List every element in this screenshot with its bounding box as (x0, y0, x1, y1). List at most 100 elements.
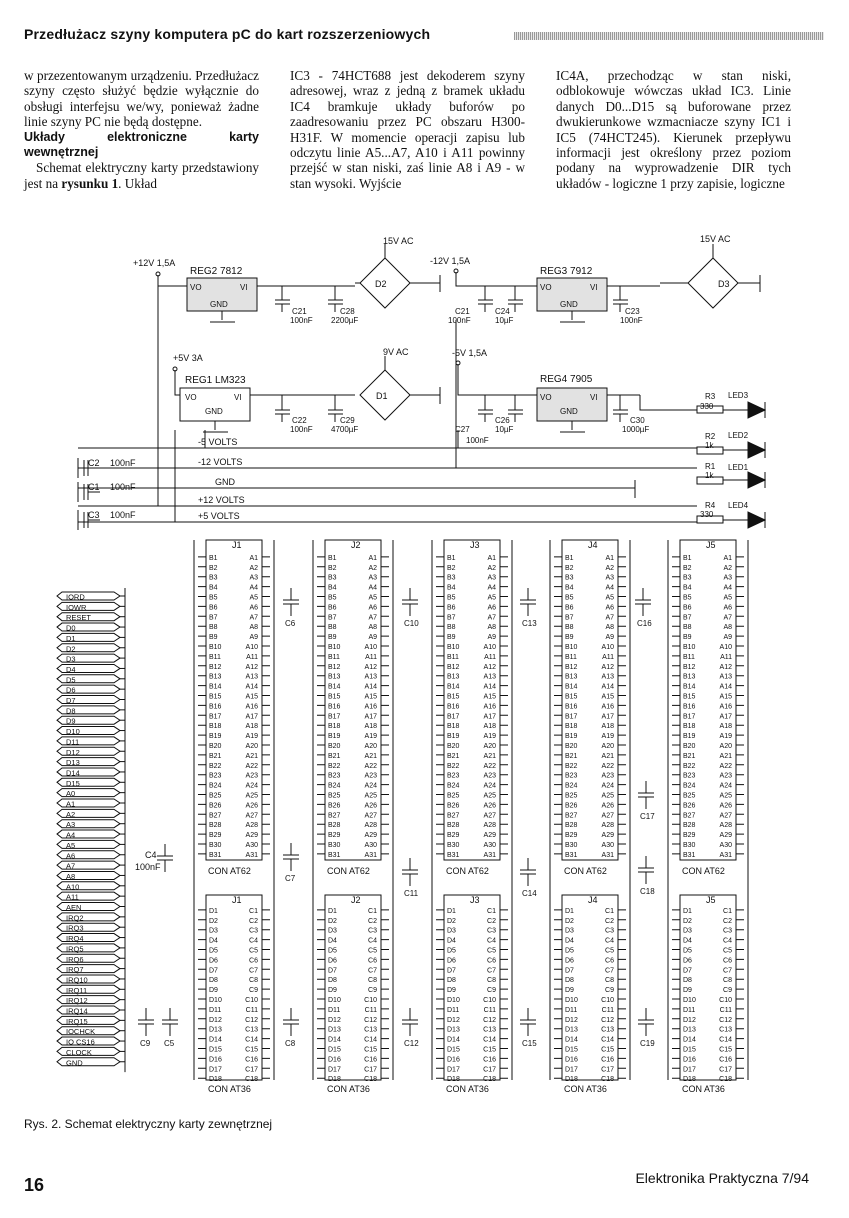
pin-label: A25 (365, 793, 378, 800)
pin-label: A2 (368, 565, 377, 572)
pin-label: B3 (447, 575, 456, 582)
pin-label: C17 (719, 1066, 732, 1073)
r1-value: 1k (705, 471, 714, 480)
pin-label: D13 (328, 1027, 341, 1034)
pin-label: D14 (565, 1037, 578, 1044)
capacitor-label: C6 (285, 619, 296, 628)
pin-label: A6 (723, 604, 732, 611)
pin-label: B2 (209, 565, 218, 572)
pin-label: C1 (487, 908, 496, 915)
pin-label: C8 (368, 977, 377, 984)
connector-at62-body (561, 539, 619, 861)
pin-label: C11 (602, 1007, 614, 1014)
pin-label: C9 (368, 987, 377, 994)
connector-type: CON AT62 (564, 866, 607, 876)
pin-label: B13 (447, 674, 460, 681)
v5-label: +5V 3A (173, 353, 203, 363)
pin-label: A26 (246, 802, 259, 809)
pin-label: A20 (484, 743, 497, 750)
pin-label: B23 (565, 773, 578, 780)
c26a-label: C26 (495, 416, 510, 425)
pin-label: B8 (328, 624, 337, 631)
signal-tag (56, 767, 121, 777)
bus-capacitor (138, 1008, 154, 1036)
pin-label: A29 (602, 832, 615, 839)
pin-label: A18 (365, 723, 378, 730)
pin-label: A6 (249, 604, 258, 611)
pin-label: D8 (683, 977, 692, 984)
pin-label: A17 (246, 713, 259, 720)
signal-tag (56, 1036, 121, 1046)
pin-label: D8 (565, 977, 574, 984)
ac15-b: 15V AC (700, 234, 731, 244)
pin-label: A10 (602, 644, 615, 651)
pin-label: C5 (249, 948, 258, 955)
pin-label: B16 (447, 703, 460, 710)
pin-label: D1 (328, 908, 337, 915)
pin-label: B17 (328, 713, 341, 720)
pin-label: B2 (328, 565, 337, 572)
pin-label: D18 (683, 1076, 696, 1083)
pin-label: D13 (683, 1027, 696, 1034)
pin-label: A30 (602, 842, 615, 849)
pin-label: C15 (483, 1047, 496, 1054)
pin-label: A24 (484, 783, 497, 790)
pin-label: A29 (720, 832, 733, 839)
pin-label: B31 (683, 852, 696, 859)
pin-label: D7 (447, 967, 456, 974)
pin-label: A15 (720, 694, 733, 701)
reg4-label: REG4 7905 (540, 374, 593, 385)
pin-label: A13 (602, 674, 615, 681)
pin-label: A27 (365, 812, 378, 819)
pin-label: B25 (565, 793, 578, 800)
pin-label: D1 (565, 908, 574, 915)
rail-label: GND (215, 477, 236, 487)
pin-label: B31 (209, 852, 222, 859)
pin-label: B9 (209, 634, 218, 641)
signal-label: A0 (66, 789, 75, 798)
pin-label: C2 (368, 918, 377, 925)
signal-tag (56, 808, 121, 818)
pin-label: B22 (683, 763, 696, 770)
pin-label: B17 (447, 713, 460, 720)
pin-label: B20 (328, 743, 341, 750)
pin-label: B6 (683, 604, 692, 611)
pin-label: A4 (249, 585, 258, 592)
pin-label: A12 (484, 664, 497, 671)
pin-label: A29 (246, 832, 259, 839)
pin-label: A6 (487, 604, 496, 611)
signal-label: D14 (66, 768, 80, 777)
pin-label: A19 (484, 733, 497, 740)
pin-label: B28 (209, 822, 222, 829)
pin-label: A29 (365, 832, 378, 839)
connector-name: J3 (470, 895, 480, 905)
pin-label: D4 (683, 938, 692, 945)
pin-label: A2 (605, 565, 614, 572)
pin-label: B8 (565, 624, 574, 631)
signal-tag (56, 591, 121, 601)
pin-label: D7 (683, 967, 692, 974)
pin-label: C13 (245, 1027, 258, 1034)
pin-label: C4 (368, 938, 377, 945)
pin-label: C8 (605, 977, 614, 984)
signal-label: D9 (66, 717, 76, 726)
signal-tag (56, 653, 121, 663)
pin-label: B19 (683, 733, 696, 740)
pin-label: C16 (719, 1056, 732, 1063)
pin-label: B27 (447, 812, 460, 819)
c24b-label: 10µF (495, 316, 514, 325)
pin-label: B24 (209, 783, 222, 790)
pin-label: B7 (209, 614, 218, 621)
pin-label: B9 (328, 634, 337, 641)
pin-label: A14 (720, 684, 733, 691)
schematic-diagram: REG2 7812 VO VI GND +12V 1,5A D2 15V AC … (56, 234, 767, 1094)
pin-label: A28 (365, 822, 378, 829)
signal-tag (56, 1046, 121, 1056)
signal-label: D2 (66, 644, 76, 653)
signal-tag (56, 964, 121, 974)
signal-label: D8 (66, 706, 76, 715)
pin-label: B9 (565, 634, 574, 641)
signal-tag (56, 612, 121, 622)
pin-label: C8 (249, 977, 258, 984)
pin-label: C2 (249, 918, 258, 925)
